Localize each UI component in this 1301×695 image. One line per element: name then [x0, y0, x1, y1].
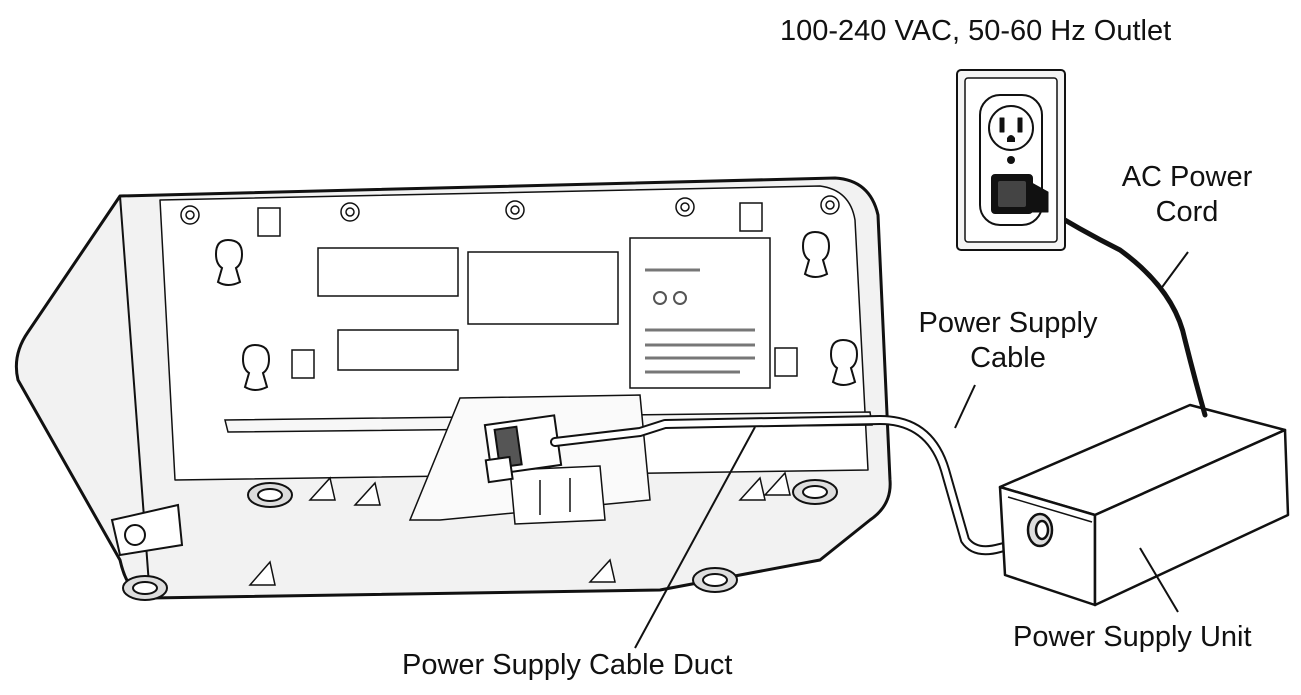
dc-plug [483, 414, 563, 484]
leader-power-supply-cable [954, 384, 976, 429]
keyhole-slot [214, 238, 244, 286]
recessed-panels [317, 247, 619, 371]
ac-power-cord-label: AC Power Cord [1112, 160, 1262, 230]
mount-clip [257, 207, 281, 237]
recess-panel [337, 329, 459, 371]
wall-outlet [956, 69, 1066, 251]
keyhole-slot [829, 338, 859, 386]
power-supply-cable [550, 415, 1025, 556]
leader-lines [634, 251, 1189, 649]
mount-clip [774, 347, 798, 377]
power-supply-cable-label-line1: Power Supply [918, 307, 1098, 339]
device-feet [122, 479, 838, 601]
bottom-ribs [248, 471, 791, 586]
cable-duct-label: Power Supply Cable Duct [402, 649, 733, 681]
leader-ac-power-cord [1159, 251, 1189, 291]
ac-power-cord-label-line2: Cord [1155, 196, 1219, 228]
mount-clip [291, 349, 315, 379]
keyhole-slot [801, 230, 831, 278]
side-connector [110, 503, 184, 557]
psu-side [1093, 428, 1290, 607]
leader-cable-duct [634, 426, 756, 649]
power-supply-unit-label: Power Supply Unit [1013, 621, 1252, 653]
duct-tab [509, 465, 606, 525]
keyhole-slots [214, 230, 859, 391]
recess-panel [467, 251, 619, 325]
recess-panel [317, 247, 459, 297]
ac-power-cord-label-line1: AC Power [1121, 161, 1253, 193]
leader-power-supply-unit [1139, 547, 1179, 613]
rating-label [629, 237, 771, 389]
rating-label-plate [629, 237, 771, 389]
outlet-upper-socket [988, 105, 1034, 151]
keyhole-slot [241, 343, 271, 391]
mount-clips [257, 202, 798, 379]
outlet-label: 100-240 VAC, 50-60 Hz Outlet [780, 15, 1172, 47]
power-supply-cable-label: Power Supply Cable [898, 306, 1118, 376]
power-supply-cable-label-line2: Cable [970, 342, 1046, 374]
mount-clip [739, 202, 763, 232]
power-supply-unit [998, 403, 1290, 607]
screw-holes [180, 195, 840, 225]
